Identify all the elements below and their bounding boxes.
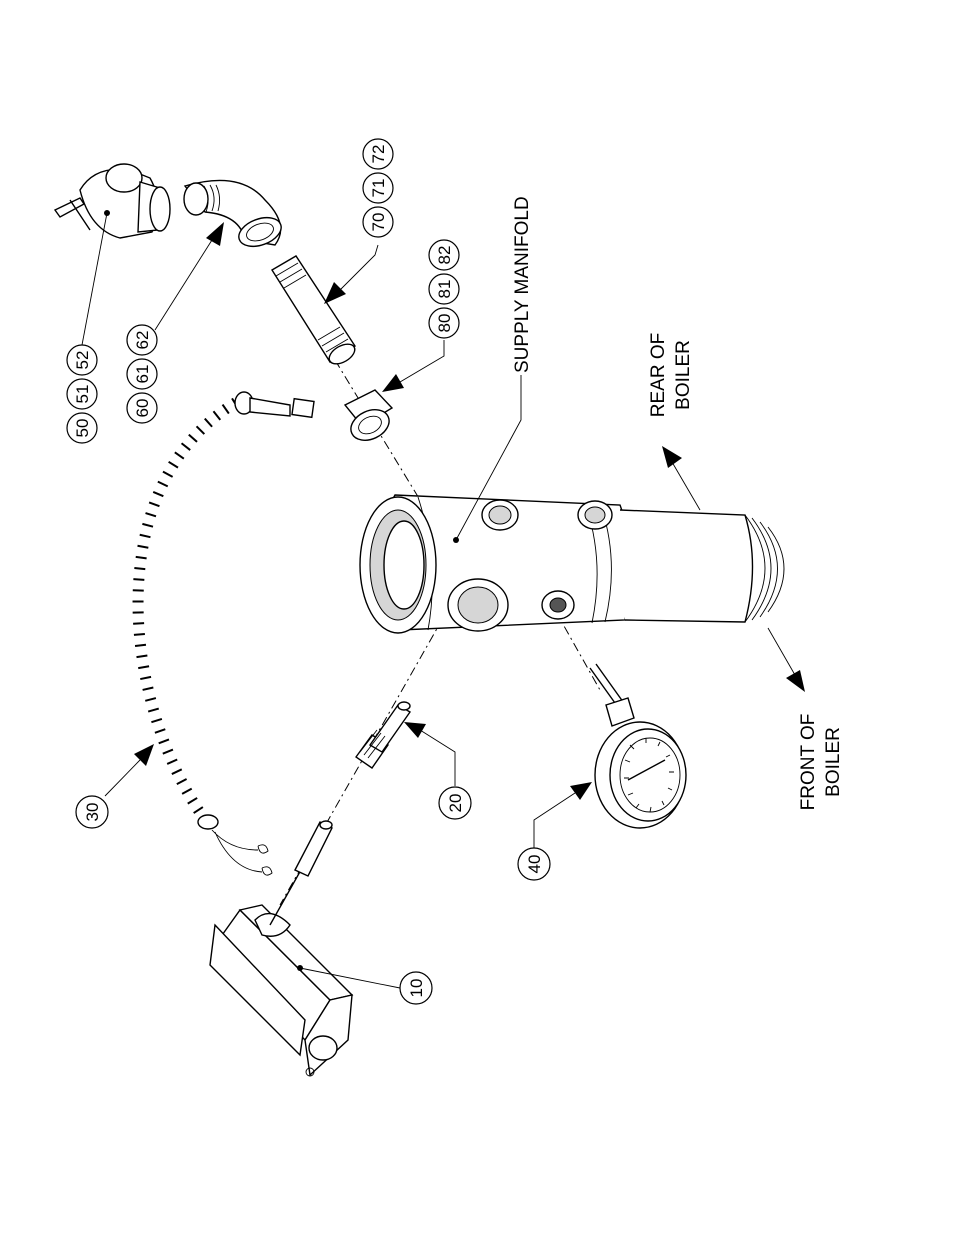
callout-30-text: 30: [83, 803, 102, 822]
callout-group-70: 70 71 72: [363, 139, 393, 237]
callout-50-text: 50: [73, 419, 92, 438]
callout-72-text: 72: [369, 145, 388, 164]
callout-group-60: 60 61 62: [127, 325, 157, 423]
rear-of-boiler-line2: BOILER: [673, 340, 694, 410]
pipe-nipple: [272, 256, 358, 368]
supply-manifold-label: SUPPLY MANIFOLD: [512, 196, 533, 373]
supply-manifold: [360, 495, 784, 633]
callout-40-text: 40: [525, 855, 544, 874]
relief-valve: [55, 164, 170, 238]
flex-conduit: [138, 392, 314, 875]
control-box: [210, 905, 352, 1076]
callout-81-text: 81: [435, 280, 454, 299]
pressure-gauge: [590, 664, 686, 828]
elbow-fitting: [184, 180, 285, 251]
callout-71-text: 71: [369, 179, 388, 198]
callout-20: 20: [439, 787, 471, 819]
callout-40: 40: [518, 848, 550, 880]
callout-30: 30: [76, 796, 108, 828]
callout-20-text: 20: [446, 794, 465, 813]
callout-80-text: 80: [435, 314, 454, 333]
front-of-boiler-line2: BOILER: [823, 727, 844, 797]
callout-82-text: 82: [435, 246, 454, 265]
callout-52-text: 52: [73, 351, 92, 370]
bushing: [345, 390, 394, 446]
callout-group-50: 50 51 52: [67, 345, 97, 443]
callout-51-text: 51: [73, 385, 92, 404]
immersion-well: [356, 702, 410, 768]
probe-rod: [270, 821, 332, 925]
front-of-boiler-line1: FRONT OF: [798, 714, 819, 811]
rear-of-boiler-line1: REAR OF: [648, 333, 669, 417]
callout-60-text: 60: [133, 399, 152, 418]
callout-61-text: 61: [133, 365, 152, 384]
callout-10: 10: [400, 972, 432, 1004]
callout-70-text: 70: [369, 213, 388, 232]
callout-group-80: 80 81 82: [429, 240, 459, 338]
callout-62-text: 62: [133, 331, 152, 350]
callout-10-text: 10: [407, 979, 426, 998]
